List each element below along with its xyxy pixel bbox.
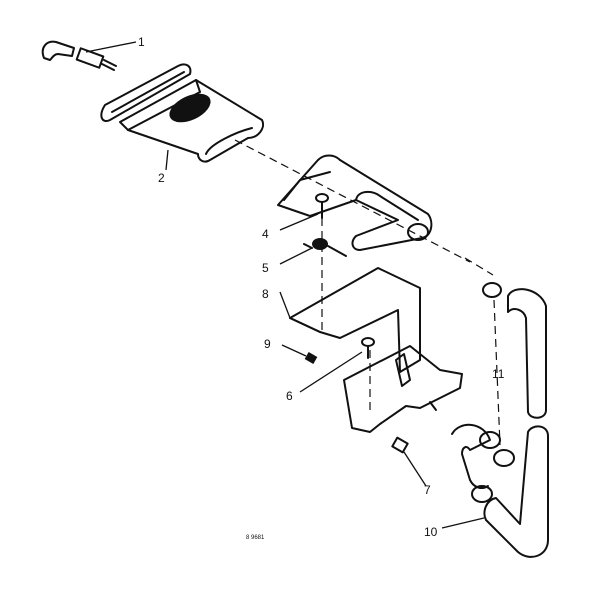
part-1-tube-fitting [41, 40, 117, 71]
part-2-duct [100, 63, 264, 163]
callout-4: 4 [262, 227, 269, 241]
callout-8: 8 [262, 287, 269, 301]
callout-9: 9 [264, 337, 271, 351]
part-6-screw [361, 337, 375, 359]
callout-labels: 1 2 4 5 8 9 6 7 10 11 [138, 35, 505, 539]
part-8-mounting-plate [289, 267, 421, 373]
callout-10: 10 [424, 525, 438, 539]
part-7-nut [391, 436, 409, 454]
upper-hose [507, 288, 547, 419]
callout-leaders [85, 41, 485, 529]
part-9-screw [304, 352, 318, 364]
part-10-hose [451, 424, 549, 558]
part-5-clip [303, 238, 347, 257]
callout-7: 7 [424, 483, 431, 497]
part-4-screw [315, 193, 329, 219]
part-11-hose-clamps [482, 282, 515, 467]
callout-2: 2 [158, 171, 165, 185]
part-lower-bracket [343, 345, 463, 433]
callout-11: 11 [492, 367, 505, 381]
alignment-lines [234, 139, 501, 446]
callout-1: 1 [138, 35, 145, 49]
part-top-bracket [277, 154, 433, 251]
callout-6: 6 [286, 389, 293, 403]
callout-5: 5 [262, 261, 269, 275]
drawing-code: 8 9681 [246, 535, 265, 541]
